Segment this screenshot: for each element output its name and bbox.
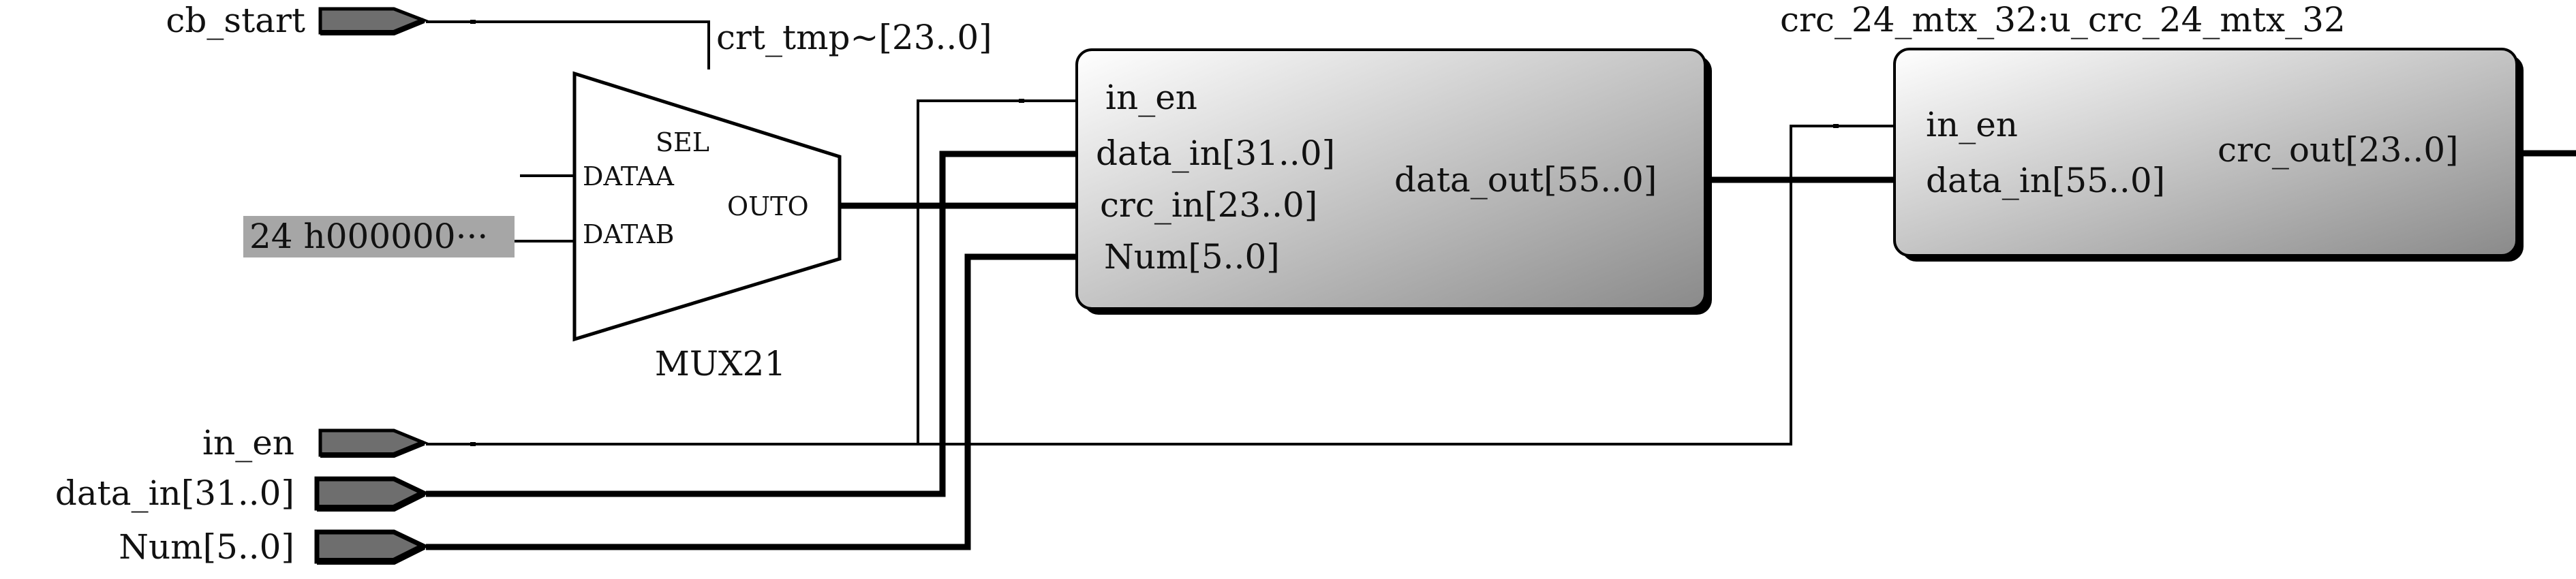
block1-in-en: in_en: [1105, 78, 1197, 117]
block1-body: [1075, 48, 1706, 310]
block1-data-in: data_in[31..0]: [1096, 134, 1335, 173]
wires: [426, 20, 2576, 550]
constant-bg: [243, 216, 515, 257]
block-crc-24-mtx-32[interactable]: crc_24_mtx_32:u_crc_24_mtx_32 in_en data…: [1780, 0, 2524, 262]
block2-body: [1893, 48, 2518, 257]
input-port-num[interactable]: Num[5..0]: [119, 527, 429, 567]
block2-data-in: data_in[55..0]: [1926, 161, 2165, 200]
block2-in-en: in_en: [1926, 105, 2018, 144]
block1-crc-in: crc_in[23..0]: [1100, 185, 1317, 225]
block1-num: Num[5..0]: [1104, 237, 1280, 277]
mux-body: [572, 71, 842, 342]
mux21[interactable]: SEL DATAA DATAB OUTO MUX21: [572, 71, 842, 384]
mux-sel-label: SEL: [656, 127, 709, 157]
input-port-data-in[interactable]: data_in[31..0]: [55, 473, 429, 513]
mux-out-label: OUTO: [727, 191, 809, 221]
mux-out-net-label: crt_tmp~[23..0]: [716, 18, 992, 57]
mux-datab-label: DATAB: [583, 219, 674, 249]
input-port-cb-start[interactable]: cb_start: [166, 1, 429, 40]
block2-crc-out: crc_out[23..0]: [2218, 130, 2459, 170]
input-label-cb-start: cb_start: [166, 1, 305, 40]
mux-dataa-label: DATAA: [583, 161, 675, 191]
wire-data-in: [426, 151, 1077, 497]
input-label-data-in: data_in[31..0]: [55, 473, 294, 513]
block1-data-out: data_out[55..0]: [1394, 160, 1657, 200]
constant-datab: 24 h000000···: [243, 216, 515, 257]
input-label-num: Num[5..0]: [119, 527, 294, 567]
block-crc-core[interactable]: in_en data_in[31..0] crc_in[23..0] Num[5…: [1075, 48, 1712, 315]
wire-in-en: [426, 125, 1895, 445]
block2-title: crc_24_mtx_32:u_crc_24_mtx_32: [1780, 0, 2346, 40]
wire-junctions: [470, 20, 1839, 549]
constant-value: 24 h000000···: [249, 217, 488, 256]
input-port-in-en[interactable]: in_en: [202, 423, 429, 463]
mux-name: MUX21: [655, 344, 786, 384]
wire-num: [426, 253, 1077, 550]
wire-cb-start: [426, 20, 710, 69]
input-label-in-en: in_en: [202, 423, 294, 463]
